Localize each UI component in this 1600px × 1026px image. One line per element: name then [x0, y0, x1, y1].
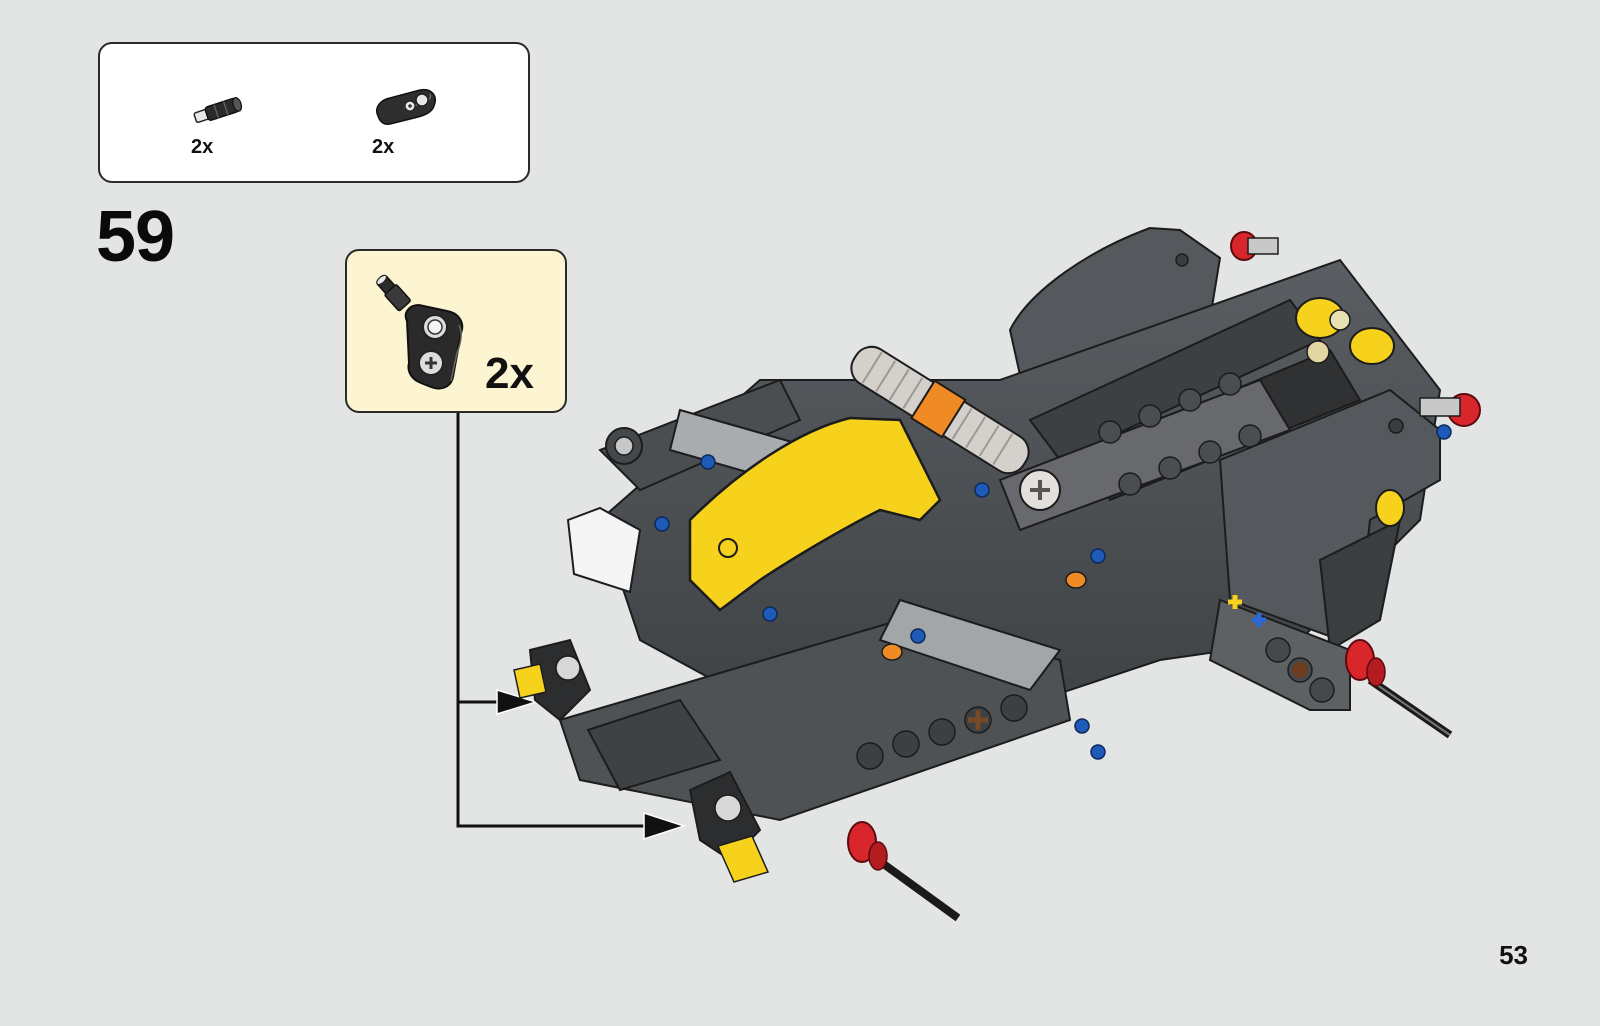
page-number: 53 [1499, 940, 1528, 971]
